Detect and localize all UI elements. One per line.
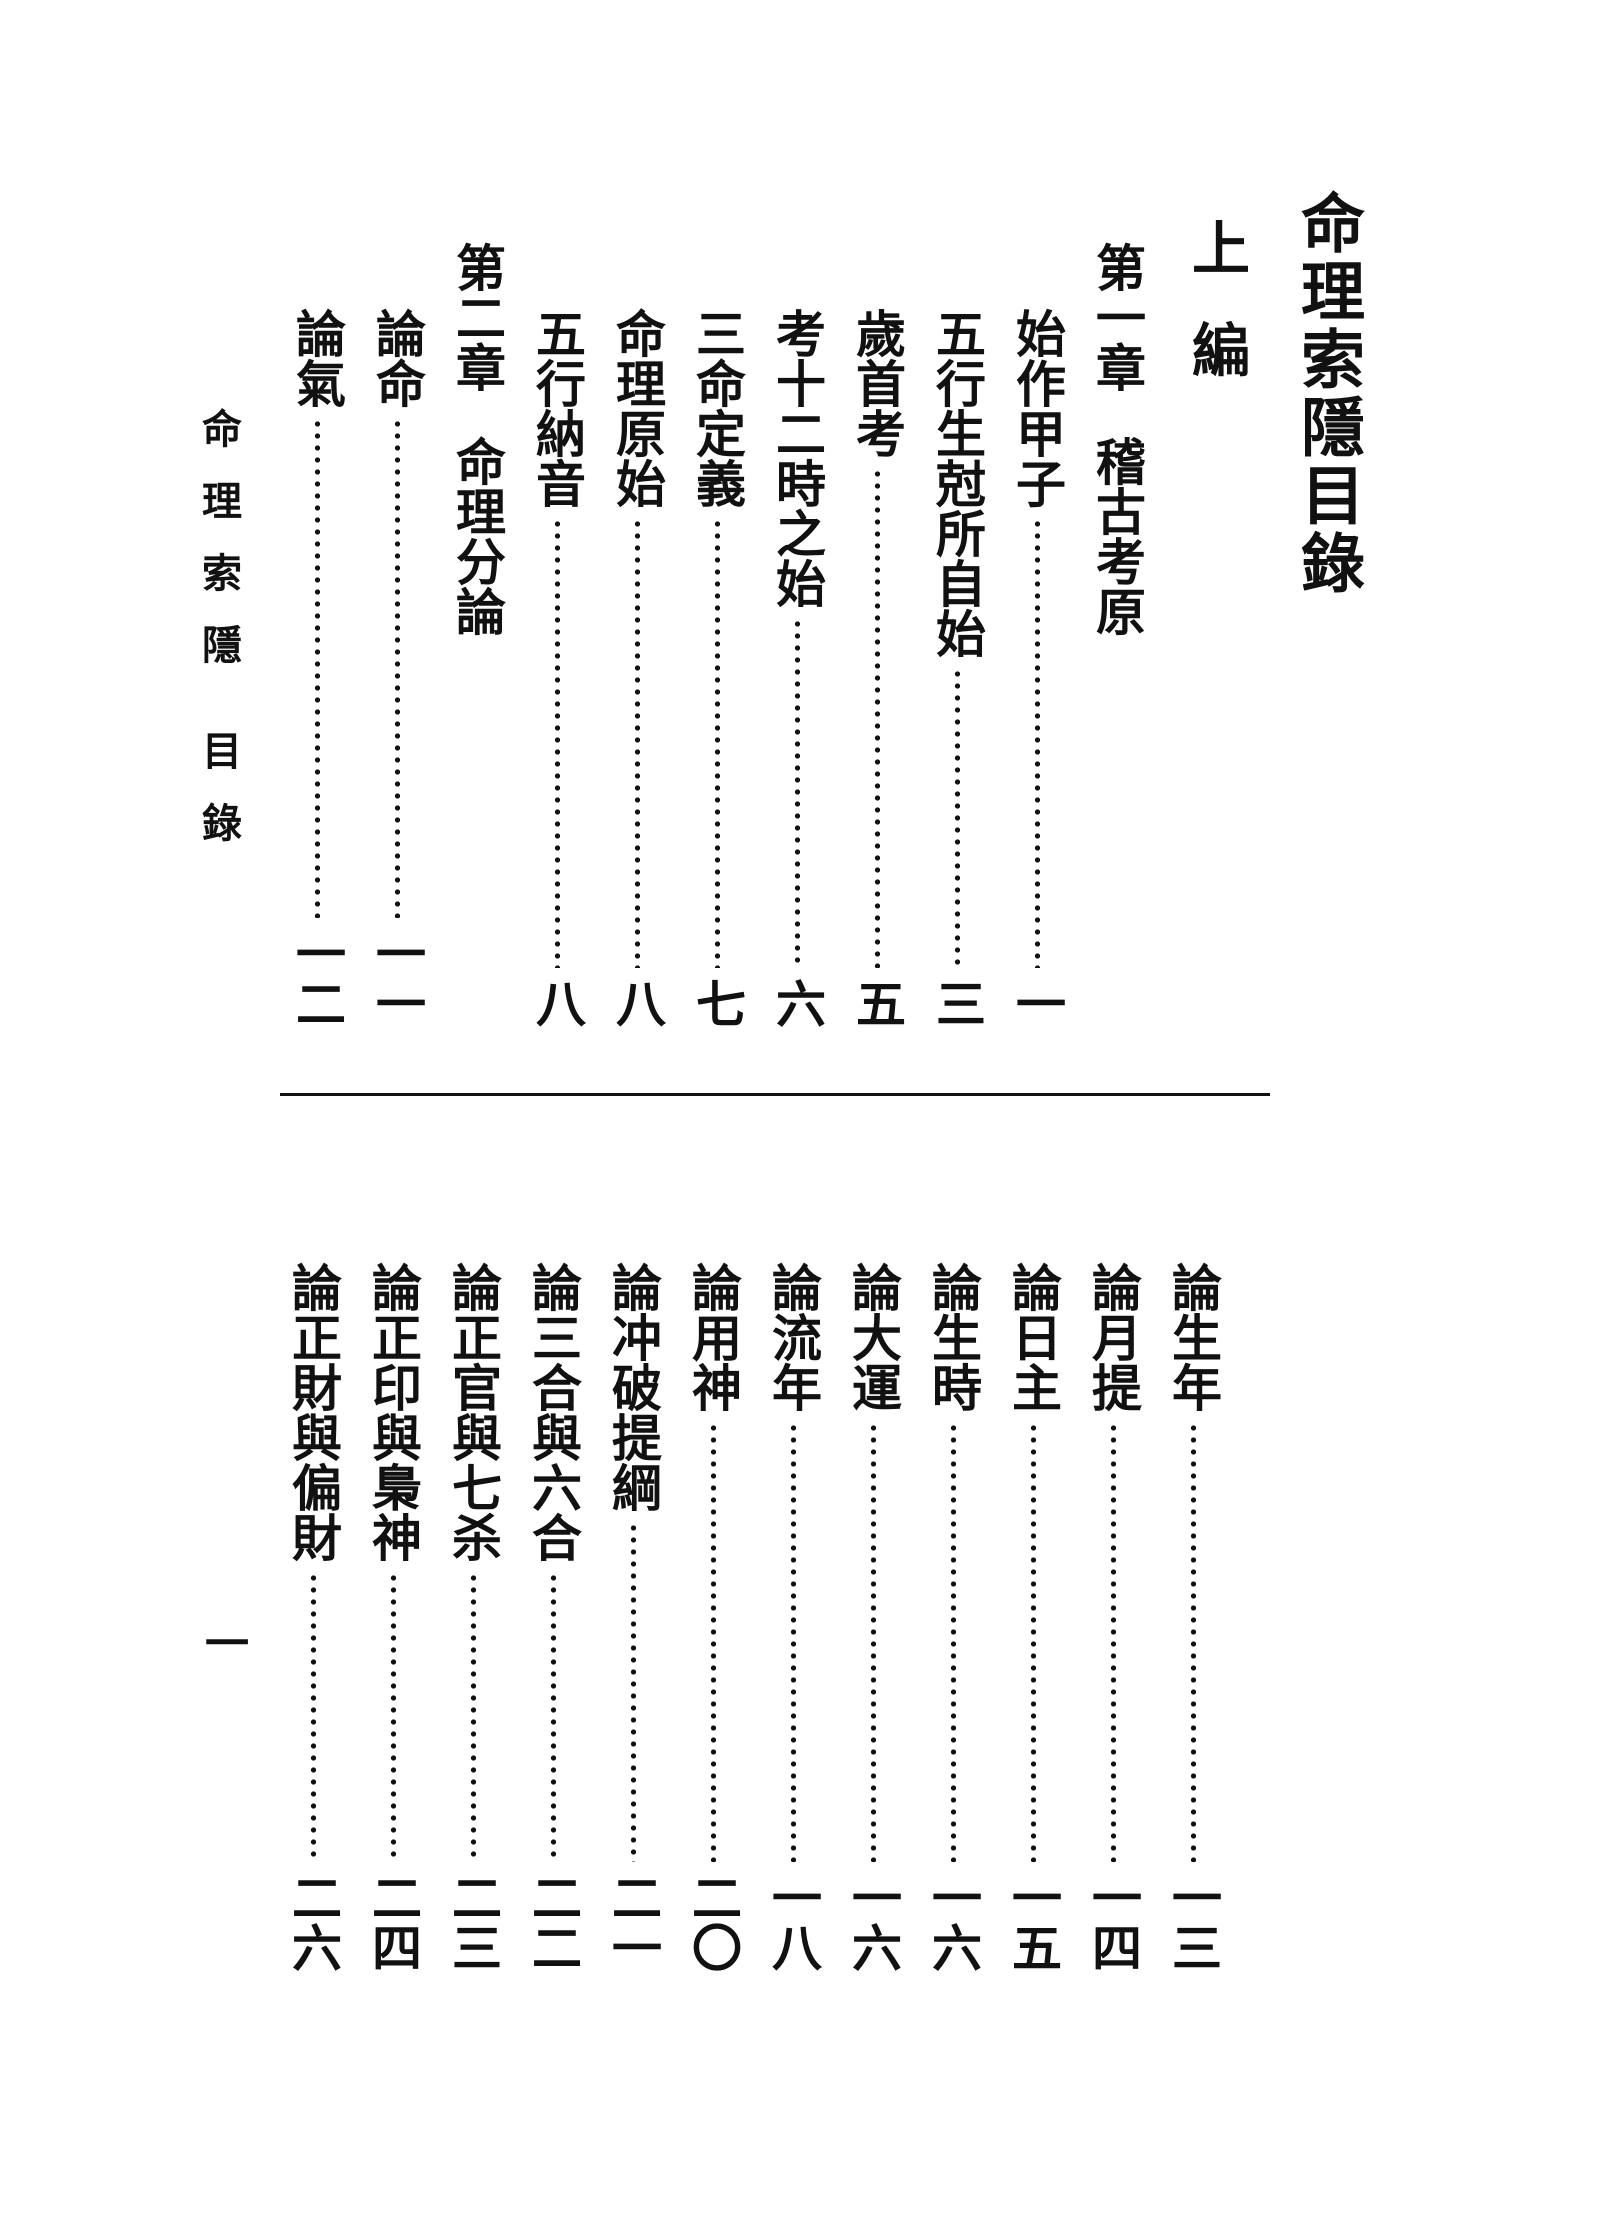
- toc-entry-label: 命理原始: [608, 308, 667, 508]
- chapter-1-number: 第一章: [1088, 242, 1147, 392]
- toc-entry-page: 二三: [444, 1872, 503, 1972]
- dot-leader: [713, 518, 721, 968]
- divider-rule: [280, 1093, 1270, 1096]
- toc-entry-label: 論氣: [288, 308, 347, 408]
- toc-entry-label: 論用神: [684, 1262, 743, 1412]
- dot-leader: [393, 418, 401, 918]
- dot-leader: [1033, 518, 1041, 968]
- toc-entry-label: 歲首考: [848, 308, 907, 458]
- toc-entry-label: 論正印與梟神: [364, 1262, 423, 1562]
- toc-entry-page: 七: [688, 978, 747, 1028]
- toc-entry-label: 論生年: [1164, 1262, 1223, 1412]
- dot-leader: [309, 1572, 317, 1862]
- toc-entry-page: 八: [608, 978, 667, 1028]
- toc-entry-label: 論正財與偏財: [284, 1262, 343, 1562]
- toc-entry-chapter2-2[interactable]: 論氣 一二: [288, 308, 347, 1028]
- dot-leader: [789, 1422, 797, 1862]
- toc-entry-page: 一一: [368, 928, 427, 1028]
- toc-entry-page: 六: [768, 978, 827, 1028]
- toc-entry-page: 八: [528, 978, 587, 1028]
- toc-entry-label: 論三合與六合: [524, 1262, 583, 1562]
- chapter-1-name: 稽古考原: [1088, 436, 1147, 636]
- toc-entry-chapter2-1[interactable]: 論命 一一: [368, 308, 427, 1028]
- toc-entry-chapter1-6[interactable]: 命理原始 八: [608, 308, 667, 1028]
- toc-entry-chapter2-8[interactable]: 論流年 一八: [764, 1262, 823, 1972]
- chapter-1-heading: 第一章 稽古考原: [1088, 242, 1147, 636]
- toc-entry-chapter2-11[interactable]: 論三合與六合 二二: [524, 1262, 583, 1972]
- running-head-title: 命理索隱: [195, 408, 242, 696]
- folio: 一: [197, 1620, 248, 1664]
- dot-leader: [1029, 1422, 1037, 1862]
- toc-entry-chapter2-14[interactable]: 論正財與偏財 二六: [284, 1262, 343, 1972]
- toc-entry-label: 五行納音: [528, 308, 587, 508]
- chapter-2-number: 第二章: [448, 242, 507, 392]
- dot-leader: [553, 518, 561, 968]
- toc-entry-label: 論正官與七杀: [444, 1262, 503, 1562]
- toc-entry-page: 一四: [1084, 1872, 1143, 1972]
- toc-entry-chapter2-3[interactable]: 論生年 一三: [1164, 1262, 1223, 1972]
- dot-leader: [1189, 1422, 1197, 1862]
- dot-leader: [389, 1572, 397, 1862]
- part-title: 上編: [1182, 218, 1250, 422]
- dot-leader: [709, 1422, 717, 1862]
- toc-entry-chapter2-10[interactable]: 論冲破提綱 二一: [604, 1262, 663, 1972]
- toc-entry-label: 論生時: [924, 1262, 983, 1412]
- toc-entry-label: 考十二時之始: [768, 308, 827, 608]
- toc-entry-label: 五行生尅所自始: [928, 308, 987, 658]
- dot-leader: [469, 1572, 477, 1862]
- toc-entry-label: 三命定義: [688, 308, 747, 508]
- toc-entry-label: 論冲破提綱: [604, 1262, 663, 1512]
- toc-entry-label: 論流年: [764, 1262, 823, 1412]
- dot-leader: [953, 668, 961, 968]
- toc-entry-page: 二六: [284, 1872, 343, 1972]
- dot-leader: [629, 1522, 637, 1862]
- toc-entry-chapter1-7[interactable]: 五行納音 八: [528, 308, 587, 1028]
- toc-entry-chapter2-13[interactable]: 論正印與梟神 二四: [364, 1262, 423, 1972]
- toc-entry-page: 二二: [524, 1872, 583, 1972]
- chapter-2-name: 命理分論: [448, 436, 507, 636]
- toc-entry-label: 論日主: [1004, 1262, 1063, 1412]
- dot-leader: [313, 418, 321, 918]
- toc-entry-chapter2-6[interactable]: 論生時 一六: [924, 1262, 983, 1972]
- toc-entry-page: 一六: [844, 1872, 903, 1972]
- toc-entry-page: 一五: [1004, 1872, 1063, 1972]
- dot-leader: [873, 468, 881, 968]
- toc-entry-chapter1-4[interactable]: 考十二時之始 六: [768, 308, 827, 1028]
- toc-entry-label: 論月提: [1084, 1262, 1143, 1412]
- dot-leader: [869, 1422, 877, 1862]
- toc-entry-label: 始作甲子: [1008, 308, 1067, 508]
- toc-entry-page: 一二: [288, 928, 347, 1028]
- running-head-section: 目錄: [195, 730, 242, 874]
- toc-entry-chapter2-12[interactable]: 論正官與七杀 二三: [444, 1262, 503, 1972]
- toc-entry-chapter2-9[interactable]: 論用神 二〇: [684, 1262, 743, 1972]
- dot-leader: [949, 1422, 957, 1862]
- toc-entry-chapter2-4[interactable]: 論月提 一四: [1084, 1262, 1143, 1972]
- toc-entry-chapter1-3[interactable]: 歲首考 五: [848, 308, 907, 1028]
- chapter-2-heading: 第二章 命理分論: [448, 242, 507, 636]
- toc-entry-page: 三: [928, 978, 987, 1028]
- toc-entry-page: 五: [848, 978, 907, 1028]
- toc-entry-page: 一: [1008, 978, 1067, 1028]
- toc-entry-chapter2-5[interactable]: 論日主 一五: [1004, 1262, 1063, 1972]
- dot-leader: [549, 1572, 557, 1862]
- toc-entry-chapter1-5[interactable]: 三命定義 七: [688, 308, 747, 1028]
- toc-entry-page: 一六: [924, 1872, 983, 1972]
- toc-entry-page: 一八: [764, 1872, 823, 1972]
- toc-entry-page: 一三: [1164, 1872, 1223, 1972]
- dot-leader: [633, 518, 641, 968]
- toc-entry-page: 二四: [364, 1872, 423, 1972]
- dot-leader: [793, 618, 801, 968]
- toc-entry-chapter1-2[interactable]: 五行生尅所自始 三: [928, 308, 987, 1028]
- dot-leader: [1109, 1422, 1117, 1862]
- toc-entry-page: 二〇: [684, 1872, 743, 1972]
- toc-entry-chapter2-7[interactable]: 論大運 一六: [844, 1262, 903, 1972]
- toc-entry-chapter1-1[interactable]: 始作甲子 一: [1008, 308, 1067, 1028]
- toc-entry-label: 論命: [368, 308, 427, 408]
- running-head: 命理索隱 目錄: [195, 408, 242, 874]
- toc-entry-page: 二一: [604, 1872, 663, 1972]
- book-title: 命理索隱目錄: [1290, 190, 1365, 598]
- toc-entry-label: 論大運: [844, 1262, 903, 1412]
